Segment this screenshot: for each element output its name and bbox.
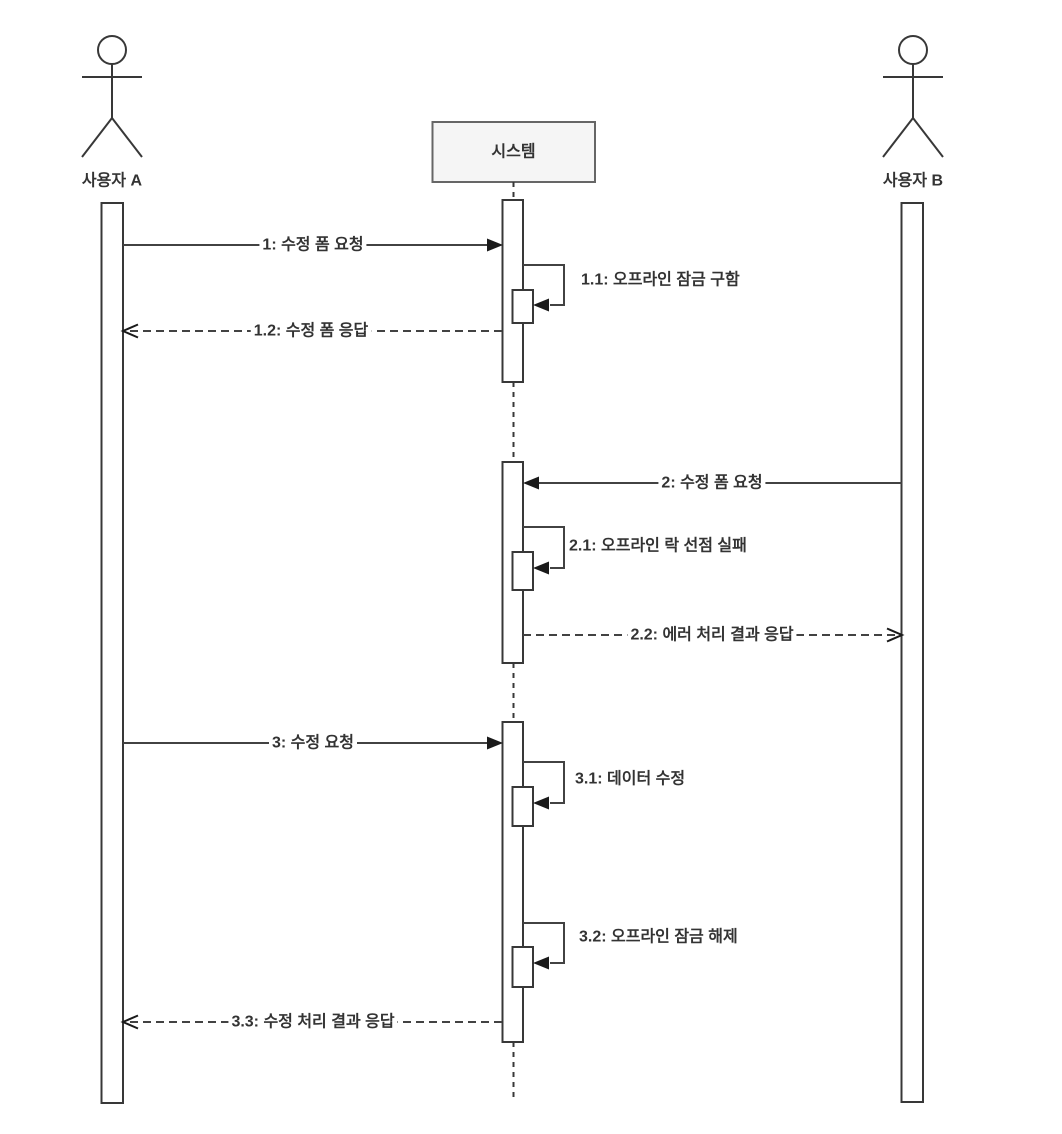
message-1-label: 1: 수정 폼 요청 xyxy=(259,235,367,255)
message-2-1-self-arrow xyxy=(523,526,565,575)
message-3-3-label: 3.3: 수정 처리 결과 응답 xyxy=(228,1012,398,1032)
message-3-2-self-arrow xyxy=(523,922,565,970)
system-box xyxy=(431,121,596,183)
message-2-1-label: 2.1: 오프라인 락 선점 실패 xyxy=(569,537,747,555)
message-3-2-label: 3.2: 오프라인 잠금 해제 xyxy=(579,928,738,946)
message-1-2-label: 1.2: 수정 폼 응답 xyxy=(250,321,372,341)
system-label: 시스템 xyxy=(491,143,536,161)
actor-a-icon xyxy=(81,35,143,158)
message-3-1-label: 3.1: 데이터 수정 xyxy=(575,770,686,788)
message-3-label: 3: 수정 요청 xyxy=(269,733,357,753)
actor-b-icon xyxy=(882,35,944,158)
message-2-label: 2: 수정 폼 요청 xyxy=(658,473,766,493)
message-2-2-label: 2.2: 에러 처리 결과 응답 xyxy=(627,625,797,645)
message-3-1-self-arrow xyxy=(523,761,565,810)
actor-a-label: 사용자 A xyxy=(81,172,143,190)
actor-a-lifeline-bar xyxy=(100,202,124,1104)
actor-b-lifeline-bar xyxy=(900,202,924,1103)
system-activation-bars xyxy=(501,199,524,1043)
message-1-1-label: 1.1: 오프라인 잠금 구함 xyxy=(581,271,740,289)
message-1-1-self-arrow xyxy=(523,264,565,312)
actor-b-label: 사용자 B xyxy=(882,172,944,190)
system-nested-activation-bars xyxy=(511,289,534,988)
